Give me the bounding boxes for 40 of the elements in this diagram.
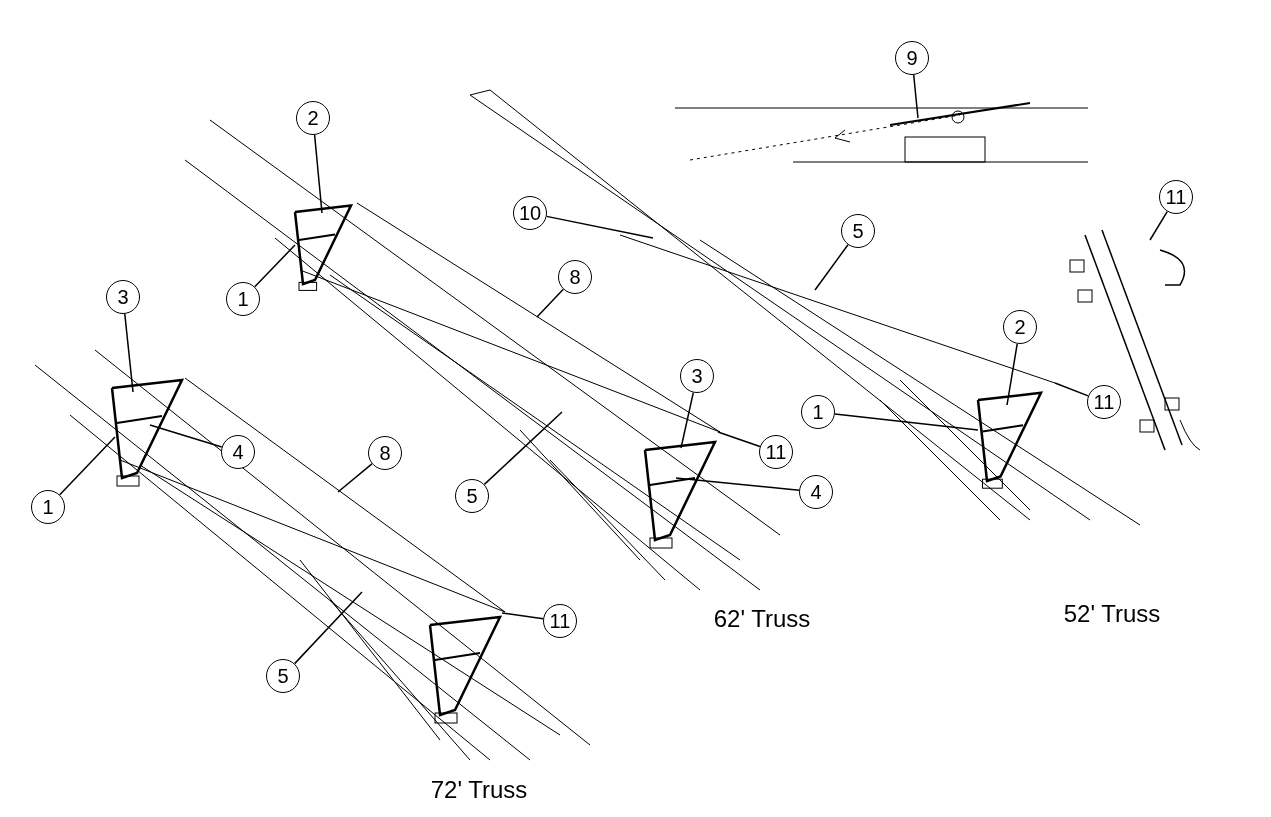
leader-line [1149, 210, 1168, 241]
callout-number: 5 [455, 479, 489, 513]
callout-number: 8 [558, 260, 592, 294]
callout-number: 1 [226, 282, 260, 316]
leader-line [680, 391, 695, 449]
leader-line [814, 244, 849, 291]
callout-number: 4 [799, 475, 833, 509]
leader-line [1054, 382, 1089, 397]
callout-number: 11 [543, 604, 577, 638]
leader-line [149, 424, 223, 448]
leader-line [545, 215, 654, 239]
leader-line [59, 436, 116, 496]
leader-line [254, 244, 296, 288]
callout-number: 10 [513, 196, 547, 230]
callout-number: 4 [221, 435, 255, 469]
leader-line [536, 288, 565, 318]
callout-number: 2 [296, 101, 330, 135]
leader-line [124, 313, 134, 393]
callout-number: 2 [1003, 310, 1037, 344]
leader-line [912, 74, 919, 119]
callout-number: 1 [31, 490, 65, 524]
callout-number: 1 [801, 395, 835, 429]
callout-number: 9 [895, 41, 929, 75]
leader-line [834, 413, 979, 431]
leader-line [675, 477, 800, 492]
callout-number: 3 [106, 280, 140, 314]
callout-number: 5 [266, 659, 300, 693]
callout-number: 8 [368, 436, 402, 470]
callout-number: 5 [841, 214, 875, 248]
callout-number: 11 [759, 435, 793, 469]
callout-number: 11 [1087, 385, 1121, 419]
leader-line [337, 463, 373, 493]
leader-line [483, 411, 563, 486]
leader-line [717, 431, 761, 448]
leader-line [501, 612, 544, 620]
callout-number: 11 [1159, 180, 1193, 214]
leader-line [293, 591, 363, 665]
callout-number: 3 [680, 359, 714, 393]
leader-line [1006, 343, 1018, 406]
leader-line [313, 134, 323, 214]
